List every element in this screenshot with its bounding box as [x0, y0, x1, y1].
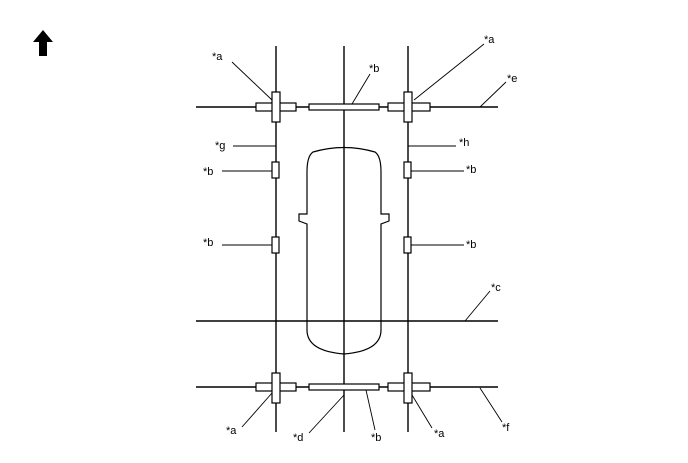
label-b-left-upper: *b [203, 166, 213, 178]
label-d: *d [293, 432, 303, 444]
block-left-upper [271, 161, 280, 179]
label-a-rear-right: *a [434, 428, 445, 440]
label-a-rear-left: *a [226, 425, 237, 437]
cross-block-front-left [255, 91, 297, 123]
block-rear-center [308, 383, 380, 391]
block-front-center [308, 103, 380, 111]
cross-block-rear-left [255, 372, 297, 404]
label-b-rear-center: *b [371, 432, 381, 444]
label-h: *h [459, 137, 469, 149]
vehicle-outline [298, 146, 390, 355]
leader-lines [222, 43, 507, 434]
up-arrow-icon [33, 30, 53, 56]
label-a-front-left: *a [212, 51, 223, 63]
block-left-lower [271, 236, 280, 254]
label-b-front-center: *b [369, 63, 379, 75]
block-right-lower [403, 236, 412, 254]
label-b-right-upper: *b [466, 164, 476, 176]
label-e: *e [507, 73, 517, 85]
block-right-upper [403, 161, 412, 179]
label-a-front-right: *a [484, 34, 495, 46]
label-c: *c [491, 282, 501, 294]
cross-block-rear-right [387, 372, 431, 404]
label-b-left-lower: *b [203, 237, 213, 249]
label-b-right-lower: *b [466, 239, 476, 251]
cross-block-front-right [387, 91, 431, 123]
label-g: *g [215, 140, 225, 152]
label-f: *f [502, 422, 510, 434]
